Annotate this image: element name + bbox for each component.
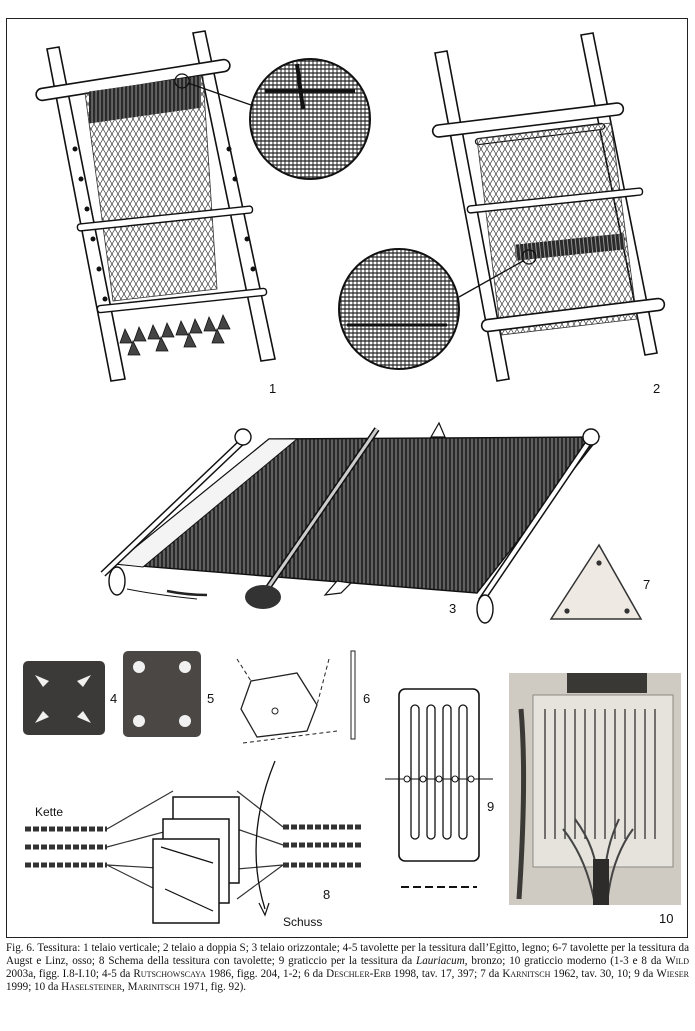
caption-author-karnitsch: Karnitsch [502, 968, 551, 981]
panel-number-10: 10 [659, 911, 674, 926]
panel-9-heddle [385, 688, 493, 888]
caption-text-4: 1986, figg. 204, 1-2; 6 da [205, 968, 327, 981]
panel-7-triangle-tablet [549, 543, 643, 620]
caption-text-1: Fig. 6. Tessitura: 1 telaio verticale; 2… [6, 942, 689, 968]
caption-text-7: 1999; 10 da [6, 981, 62, 994]
caption-text-8: 1971, fig. 92). [180, 981, 247, 994]
panel-1-vertical-loom [35, 30, 371, 382]
label-schuss: Schuss [283, 915, 323, 929]
panel-number-8: 8 [323, 887, 331, 902]
caption-author-haselsteiner: Haselsteiner, Marinitsch [61, 981, 181, 994]
panel-number-7: 7 [643, 577, 651, 592]
caption-author-deschler-erb: Deschler-Erb [326, 968, 391, 981]
panel-10-photo [509, 673, 681, 906]
panel-4-wood-tablet [23, 661, 105, 735]
figure-plate: 1 2 3 7 4 5 6 9 8 10 Kette Schuss [6, 18, 688, 938]
panel-number-5: 5 [207, 691, 215, 706]
caption-text-3: 2003a, figg. I.8-I.10; 4-5 da [6, 968, 134, 981]
panel-number-3: 3 [449, 601, 457, 616]
caption-text-6: 1962, tav. 30, 10; 9 da [550, 968, 657, 981]
panel-2-frame-loom [338, 32, 666, 382]
panel-number-6: 6 [363, 691, 371, 706]
caption-author-rutschowscaya: Rutschowscaya [133, 968, 206, 981]
figure-drawings [23, 30, 681, 924]
label-kette: Kette [35, 805, 64, 819]
figure-caption: Fig. 6. Tessitura: 1 telaio verticale; 2… [6, 942, 689, 994]
panel-number-4: 4 [110, 691, 118, 706]
panel-number-1: 1 [269, 381, 277, 396]
caption-lauriacum: Lauriacum [416, 955, 465, 968]
panel-5-wood-tablet [123, 651, 201, 737]
panel-number-9: 9 [487, 799, 495, 814]
caption-text-2: , bronzo; 10 graticcio moderno (1-3 e 8 … [464, 955, 666, 968]
caption-text-5: 1998, tav. 17, 397; 7 da [390, 968, 503, 981]
caption-author-wieser: Wieser [656, 968, 690, 981]
panel-8-tablet-schema [25, 760, 363, 924]
panel-6-bone-tablet [236, 650, 356, 744]
caption-author-wild: Wild [665, 955, 689, 968]
panel-3-ground-loom [100, 421, 601, 624]
panel-number-2: 2 [653, 381, 661, 396]
